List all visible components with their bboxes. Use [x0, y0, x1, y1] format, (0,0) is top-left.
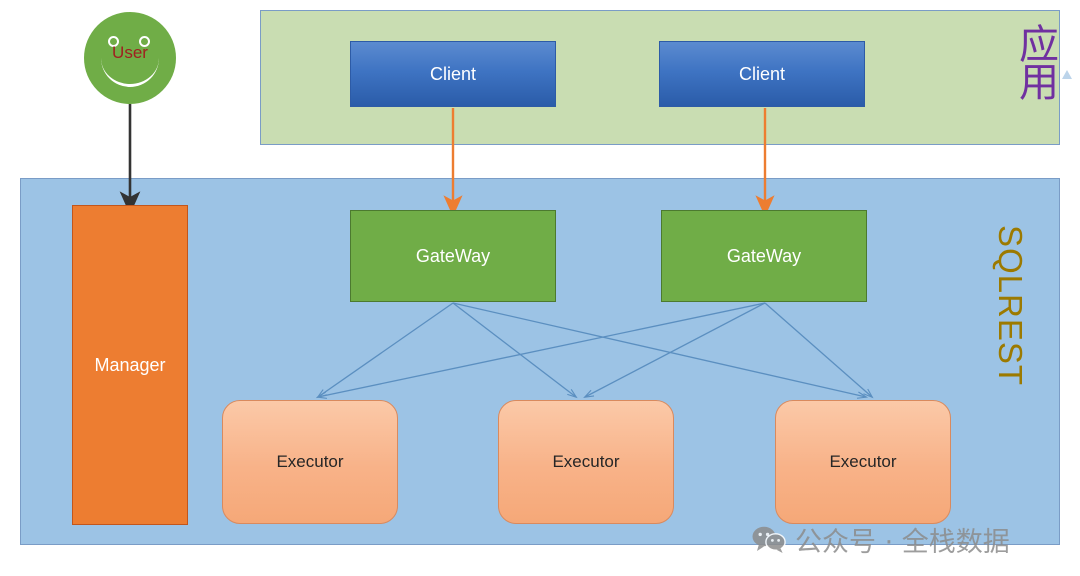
- executor-node-1[interactable]: Executor: [222, 400, 398, 524]
- smiley-eye-left-icon: [108, 36, 119, 47]
- watermark-text: 公众号 · 全栈数据: [795, 527, 1010, 558]
- gateway-node-1[interactable]: GateWay: [350, 210, 556, 302]
- application-layer-label: 应 用: [1019, 22, 1059, 106]
- client-node-1[interactable]: Client: [350, 41, 556, 107]
- executor-node-2[interactable]: Executor: [498, 400, 674, 524]
- executor-label-3: Executor: [829, 452, 897, 471]
- client-label-2: Client: [738, 63, 786, 84]
- user-actor[interactable]: User: [84, 12, 176, 104]
- user-label: User: [112, 43, 148, 62]
- client-label-1: Client: [429, 63, 477, 84]
- sqlrest-layer-label: SQLREST: [992, 225, 1029, 387]
- smiley-mouth-icon: [101, 52, 159, 87]
- wechat-icon: [752, 526, 786, 553]
- caret-up-icon: [1062, 70, 1072, 79]
- manager-node[interactable]: Manager: [72, 205, 188, 525]
- executor-label-2: Executor: [552, 452, 620, 471]
- smiley-eye-right-icon: [139, 36, 150, 47]
- client-node-2[interactable]: Client: [659, 41, 865, 107]
- watermark: 公众号 · 全栈数据: [752, 520, 1010, 559]
- gateway-label-2: GateWay: [726, 245, 802, 266]
- executor-label-1: Executor: [276, 452, 344, 471]
- gateway-node-2[interactable]: GateWay: [661, 210, 867, 302]
- manager-label: Manager: [94, 354, 166, 375]
- executor-node-3[interactable]: Executor: [775, 400, 951, 524]
- gateway-label-1: GateWay: [415, 245, 491, 266]
